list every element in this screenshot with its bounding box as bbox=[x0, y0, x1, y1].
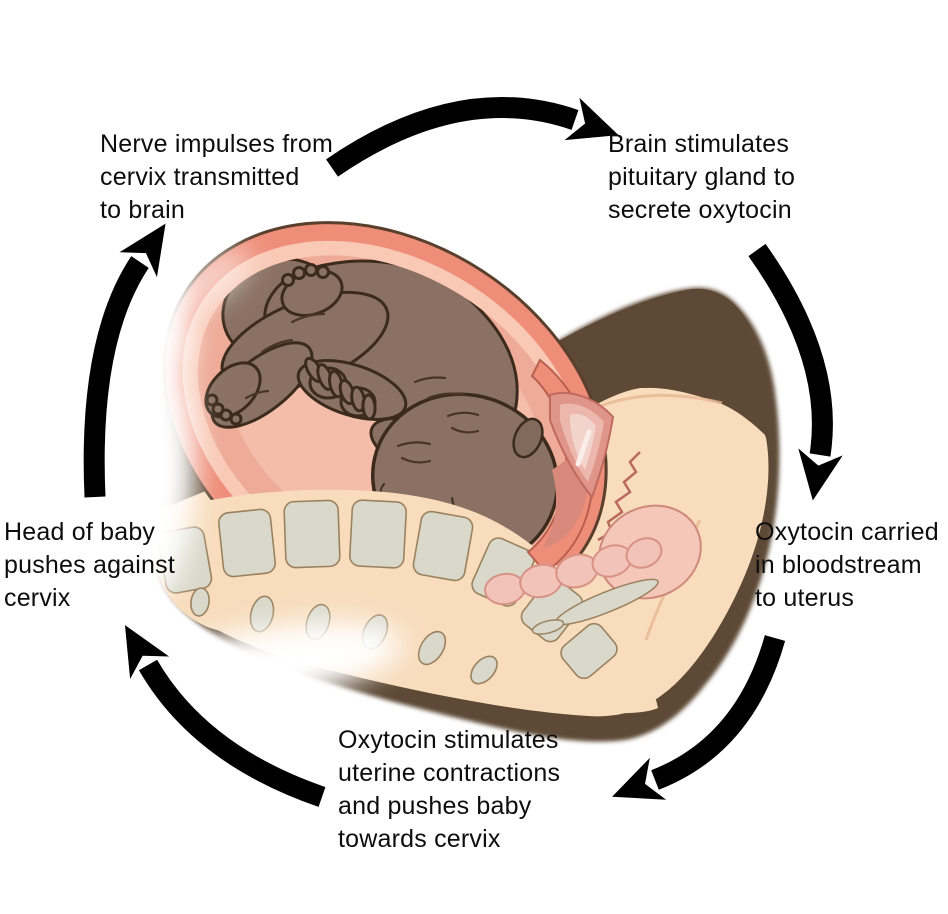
fetus-foot-upper bbox=[280, 263, 344, 317]
urethral-folds bbox=[484, 537, 663, 606]
step-label-brain-stimulates: Brain stimulates pituitary gland to secr… bbox=[608, 130, 796, 224]
step-label-head-of-baby: Head of baby pushes against cervix bbox=[4, 518, 175, 612]
cycle-arrow-left bbox=[83, 223, 166, 498]
cycle-arrow-bottom-left bbox=[124, 625, 326, 807]
step-label-nerve-impulses: Nerve impulses from cervix transmitted t… bbox=[100, 130, 334, 224]
fetus-foot-lower bbox=[204, 361, 262, 426]
step-label-oxytocin-stimulates: Oxytocin stimulates uterine contractions… bbox=[338, 726, 561, 853]
vagina-highlight bbox=[575, 429, 592, 467]
pubic-bone bbox=[531, 578, 659, 635]
spine-tissue-band bbox=[150, 489, 658, 714]
fetus-ear bbox=[512, 417, 544, 459]
fetus-hand-right bbox=[338, 378, 377, 421]
fetus bbox=[204, 257, 560, 568]
edge-fades bbox=[100, 246, 403, 714]
cycle-arrows bbox=[83, 97, 843, 807]
step-label-oxytocin-carried: Oxytocin carried in bloodstream to uteru… bbox=[755, 518, 939, 612]
pelvic-organs bbox=[484, 358, 702, 635]
groin-shadow-wedge bbox=[543, 288, 769, 436]
fetus-body-group bbox=[204, 257, 560, 568]
cycle-arrow-bottom-right bbox=[612, 635, 786, 800]
cycle-arrow-top bbox=[326, 97, 619, 177]
cycle-arrow-right bbox=[748, 243, 843, 501]
